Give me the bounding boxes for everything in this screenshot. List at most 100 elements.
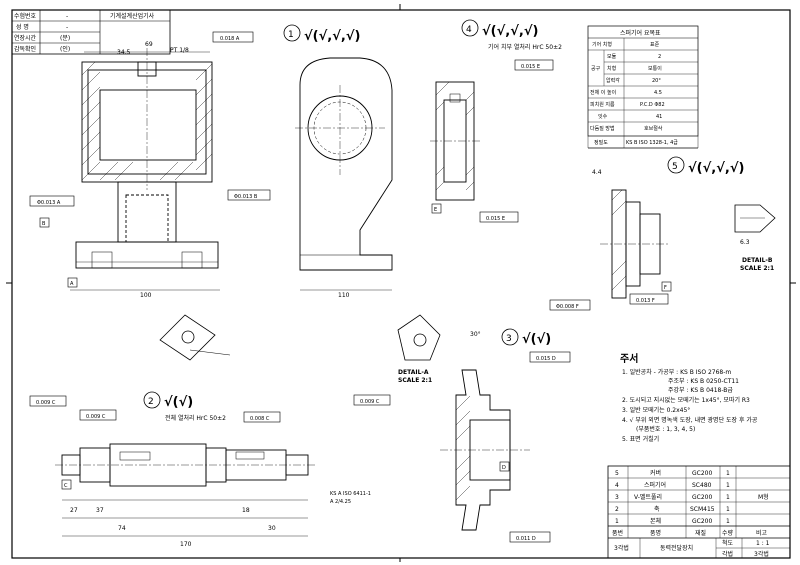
detail-b-view: [734, 204, 776, 233]
gear-table-precision-value: KS B ISO 1328-1, 4급: [626, 140, 678, 146]
parts-row-1-name: 커버: [650, 469, 661, 477]
detail-b-scale: SCALE 2:1: [740, 265, 774, 272]
part1-front-view: [75, 48, 219, 269]
detail-b-label: DETAIL-B: [742, 257, 773, 264]
gear-spec-table: 스퍼기어 요목표 기어 치형 표준 공구 모듈 2 치형 보통이 압력각 20°…: [587, 25, 699, 137]
datum-f: F: [661, 281, 672, 292]
svg-text:전체 이 높이: 전체 이 높이: [590, 89, 616, 96]
part1-label-110: 110: [338, 292, 350, 299]
gdt-frame-7: 0.013 F: [629, 293, 669, 305]
parts-row-1-mat: GC200: [692, 470, 712, 477]
part4-finish-symbol: √(√,√,√): [482, 24, 538, 39]
gdt-frame-1: 0.018 A: [212, 31, 254, 43]
svg-text:다듬질 방법: 다듬질 방법: [590, 125, 615, 132]
svg-text:Φ0.008 F: Φ0.008 F: [556, 304, 579, 310]
parts-row-2-no: 4: [615, 482, 619, 489]
gdt-frame-3: Φ0.013 B: [227, 189, 271, 201]
title-assembly: 동력전달장치: [660, 544, 693, 552]
note-line-7: (부품번호 : 1, 3, 4, 5): [636, 425, 695, 433]
svg-text:치형: 치형: [607, 65, 616, 72]
part2-label-74: 74: [118, 525, 126, 532]
notes-block: 주서 1. 일반공차 - 가공부 : KS B ISO 2768-m 주조부 :…: [620, 352, 758, 443]
svg-text:2: 2: [148, 397, 154, 407]
part2-label-ks2: A 2/4.25: [330, 499, 351, 505]
parts-header-no: 품번: [612, 529, 623, 537]
parts-row-2-name: 스퍼기어: [644, 481, 666, 489]
note-line-2: 주조부 : KS B 0250-CT11: [668, 378, 739, 385]
datum-e: E: [431, 203, 442, 214]
part1-label-100: 100: [140, 292, 152, 299]
parts-header-qty: 수량: [722, 530, 734, 537]
part5-label-4-4: 4.4: [592, 169, 602, 176]
datum-a: A: [67, 277, 78, 288]
svg-text:E: E: [434, 207, 437, 213]
parts-row-5-qty: 1: [726, 518, 730, 525]
part5-number: 5: [667, 156, 685, 174]
part3-pulley: [440, 369, 530, 531]
svg-text:P.C.D Φ82: P.C.D Φ82: [640, 102, 665, 108]
title-method-label: 각법: [722, 550, 733, 558]
svg-text:0.013 F: 0.013 F: [636, 298, 655, 304]
parts-row-3-name: V-벨트풀리: [634, 493, 662, 501]
exam-no-label: 수험번호: [14, 12, 37, 20]
part2-shaft: [55, 443, 315, 537]
supervisor-value: (인): [60, 46, 70, 53]
svg-text:D: D: [502, 465, 506, 471]
svg-text:호브절삭: 호브절삭: [644, 125, 663, 132]
part2-label-37: 37: [96, 507, 104, 514]
note-line-1: 1. 일반공차 - 가공부 : KS B ISO 2768-m: [622, 368, 731, 376]
part4-number: 4: [461, 19, 479, 37]
detail-a-label: DETAIL-A: [398, 369, 429, 376]
gdt-frame-6: Φ0.008 F: [549, 299, 591, 311]
svg-text:1: 1: [288, 30, 294, 40]
parts-row-4-mat: SCM415: [690, 506, 715, 513]
svg-text:모듈: 모듈: [607, 54, 617, 60]
datum-d: D: [499, 461, 510, 472]
parts-row-4-qty: 1: [726, 506, 730, 513]
svg-text:Φ0.013 A: Φ0.013 A: [37, 200, 61, 206]
svg-text:2: 2: [658, 54, 661, 60]
svg-text:0.008 C: 0.008 C: [250, 416, 270, 422]
parts-row-4-name: 축: [654, 505, 660, 513]
svg-text:표준: 표준: [650, 42, 660, 48]
svg-text:0.011 D: 0.011 D: [516, 536, 536, 542]
parts-row-1-no: 5: [615, 470, 619, 477]
parts-header-note: 비고: [756, 529, 768, 537]
part2-finish-symbol: √(√): [164, 395, 193, 410]
gdt-frame-11: 0.009 C: [79, 409, 117, 421]
svg-text:0.015 E: 0.015 E: [521, 64, 540, 70]
gdt-frame-10: 0.009 C: [29, 395, 67, 407]
gdt-frame-13: 0.009 C: [353, 394, 391, 406]
gdt-frame-2: Φ0.013 A: [29, 195, 75, 207]
datum-b: B: [39, 217, 50, 228]
part2-number: 2: [143, 391, 161, 409]
parts-row-2-qty: 1: [726, 482, 730, 489]
title-method-value: 3각법: [754, 550, 769, 558]
parts-row-4-no: 2: [615, 506, 619, 513]
parts-header-mat: 재질: [695, 529, 706, 537]
name-label: 성 명: [16, 23, 29, 31]
title-scale-label: 척도: [722, 539, 734, 547]
parts-row-3-qty: 1: [726, 494, 730, 501]
svg-text:0.018 A: 0.018 A: [220, 36, 240, 42]
svg-text:압력각: 압력각: [606, 77, 620, 84]
svg-text:피치원 지름: 피치원 지름: [590, 101, 615, 108]
parts-row-3-mat: GC200: [692, 494, 712, 501]
parts-list-table: [607, 465, 791, 559]
gdt-frame-12: 0.008 C: [243, 411, 281, 423]
svg-text:0.009 C: 0.009 C: [86, 414, 106, 420]
svg-text:B: B: [42, 221, 46, 227]
part1-number: 1: [283, 24, 301, 42]
detail-a-scale: SCALE 2:1: [398, 377, 432, 384]
parts-header-name: 품명: [650, 529, 661, 537]
note-line-5: 3. 일반 모떼기는 0.2x45°: [622, 406, 690, 414]
sheet-border: [11, 9, 791, 559]
part5-label-6-3: 6.3: [740, 239, 750, 246]
svg-text:잇수: 잇수: [598, 113, 608, 120]
parts-row-5-mat: GC200: [692, 518, 712, 525]
part1-label-34-5: 34.5: [117, 49, 131, 56]
parts-row-1-qty: 1: [726, 470, 730, 477]
part3-finish-symbol: √(√): [522, 332, 551, 347]
svg-text:Φ0.013 B: Φ0.013 B: [234, 194, 258, 200]
exam-no-value: -: [66, 13, 68, 20]
